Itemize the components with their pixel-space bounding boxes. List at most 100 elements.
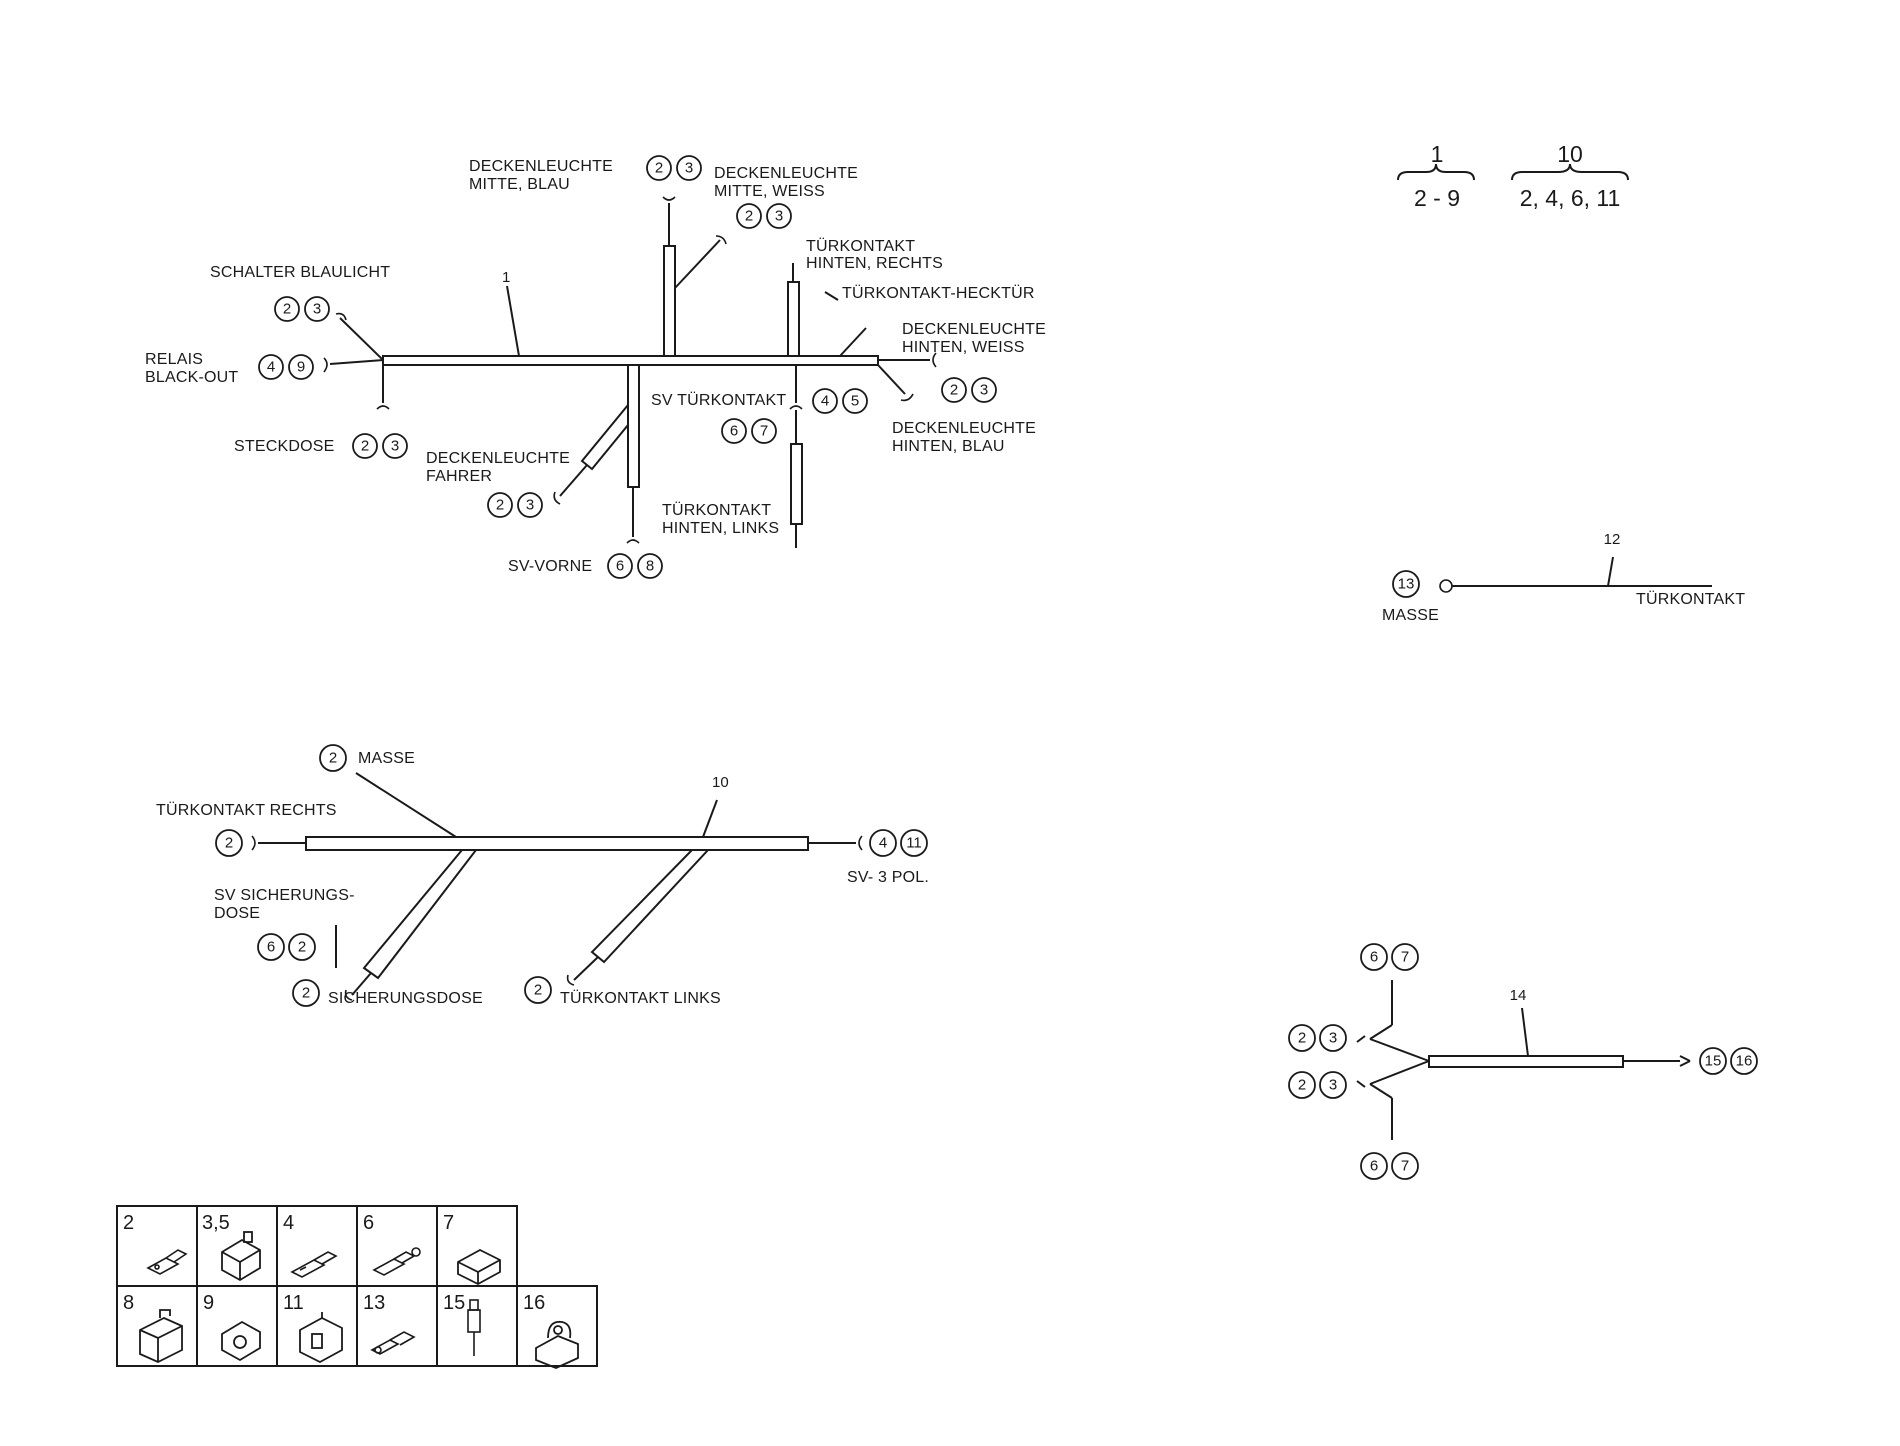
svg-text:2: 2 (1298, 1077, 1306, 1094)
label-black-out: BLACK-OUT (145, 369, 238, 386)
svg-text:3: 3 (685, 160, 693, 177)
pin-contact-icon (467, 1299, 481, 1356)
svg-text:3: 3 (1329, 1077, 1337, 1094)
svg-text:3: 3 (391, 438, 399, 455)
svg-text:2: 2 (496, 497, 504, 514)
svg-text:4: 4 (821, 393, 829, 410)
label-deckenleuchte-mitte-blau-1: DECKENLEUCHTE (469, 158, 613, 175)
table-cell-2: 2 (123, 1212, 134, 1234)
label-relais: RELAIS (145, 351, 203, 368)
label-tuerkontakt-hecktuer: TÜRKONTAKT-HECKTÜR (842, 284, 1035, 302)
label-deckenleuchte-mitte-weiss-1: DECKENLEUCHTE (714, 165, 858, 182)
table-cell-16: 16 (523, 1292, 545, 1314)
label-sv-vorne: SV-VORNE (508, 558, 592, 575)
part-links-10: 2 (534, 982, 542, 999)
parts-mitte: 2 3 (646, 155, 702, 181)
label-tuerkontakt-hinten-rechts-1: TÜRKONTAKT (806, 237, 915, 255)
part-13: 13 (1398, 576, 1415, 593)
harness-12-ref: 12 (1604, 531, 1621, 548)
header-group-10: 10 2, 4, 6, 11 (1511, 141, 1629, 211)
label-deckenleuchte-hinten-weiss-1: DECKENLEUCHTE (902, 321, 1046, 338)
table-cell-9: 9 (203, 1292, 214, 1314)
branch-sv-vorne-tube (627, 364, 640, 488)
branch-mitte-weiss (674, 239, 721, 289)
svg-text:11: 11 (906, 835, 922, 852)
group-10-bottom: 2, 4, 6, 11 (1520, 185, 1621, 211)
label-tuerkontakt-rechts: TÜRKONTAKT RECHTS (156, 801, 337, 819)
table-cell-3-5: 3,5 (202, 1212, 230, 1234)
ring-terminal-icon (372, 1247, 421, 1276)
flat-terminal-icon (146, 1249, 188, 1275)
svg-text:3: 3 (313, 301, 321, 318)
svg-text:6: 6 (730, 423, 738, 440)
branch-tuerkontakt-links-tube (590, 849, 711, 964)
branch-fahrer-tube (580, 402, 629, 471)
harness-14-ref: 14 (1510, 987, 1527, 1004)
branch-mitte-tube (663, 245, 676, 357)
svg-text:3: 3 (775, 208, 783, 225)
parts-14-bottom: 6 7 (1360, 1152, 1419, 1180)
harness-14-trunk (1428, 1055, 1624, 1068)
harness-12: 12 13 MASSE TÜRKONTAKT (1382, 531, 1745, 624)
parts-sv-sich: 6 2 (257, 933, 316, 961)
svg-text:6: 6 (1370, 949, 1378, 966)
branch-sicherungsdose-tube (362, 849, 479, 980)
parts-mitte-weiss: 2 3 (736, 203, 792, 229)
parts-14-lower: 2 3 (1288, 1071, 1347, 1099)
label-deckenleuchte-fahrer-1: DECKENLEUCHTE (426, 450, 570, 467)
part-rechts-10: 2 (225, 835, 233, 852)
group-10-brace (1511, 163, 1629, 181)
harness-1-trunk (382, 355, 879, 366)
label-sicherungsdose: SICHERUNGSDOSE (328, 990, 483, 1007)
group-10-top: 10 (1557, 141, 1583, 167)
harness-10-trunk (305, 836, 809, 851)
svg-text:4: 4 (879, 835, 887, 852)
parts-14-right: 15 16 (1699, 1047, 1758, 1075)
svg-text:5: 5 (851, 393, 859, 410)
parts-hinten: 2 3 (941, 377, 997, 403)
label-tuerkontakt-hinten-rechts-2: HINTEN, RECHTS (806, 255, 943, 272)
label-tuerkontakt-links: TÜRKONTAKT LINKS (560, 989, 721, 1007)
label-tuerkontakt-hinten-links-2: HINTEN, LINKS (662, 520, 779, 537)
ground-eyelet (1439, 579, 1453, 593)
svg-text:2: 2 (361, 438, 369, 455)
label-deckenleuchte-fahrer-2: FAHRER (426, 468, 492, 485)
parts-fahrer: 2 3 (487, 492, 543, 518)
branch-masse (355, 772, 457, 838)
parts-relais: 4 9 (258, 354, 314, 380)
label-sv-sicherungs-2: DOSE (214, 905, 260, 922)
svg-text:3: 3 (1329, 1030, 1337, 1047)
parts-table: 2 3,5 4 6 7 8 9 11 13 15 16 (116, 1205, 598, 1369)
parts-14-upper: 2 3 (1288, 1024, 1347, 1052)
svg-text:3: 3 (526, 497, 534, 514)
svg-text:2: 2 (655, 160, 663, 177)
table-cell-4: 4 (283, 1212, 294, 1234)
table-cell-15: 15 (443, 1292, 465, 1314)
harness-1-ref: 1 (502, 269, 510, 286)
harness-10-ref: 10 (712, 774, 729, 791)
svg-text:4: 4 (267, 359, 275, 376)
part-sicherungsdose-10: 2 (302, 985, 310, 1002)
svg-text:2: 2 (745, 208, 753, 225)
plug-housing-icon (139, 1309, 183, 1363)
parts-schalter: 2 3 (274, 296, 330, 322)
connector-mitte (662, 196, 676, 201)
parts-sv-tuer-b: 6 7 (721, 418, 777, 444)
label-schalter-blaulicht: SCHALTER BLAULICHT (210, 264, 390, 281)
svg-text:2: 2 (1298, 1030, 1306, 1047)
cable-lug-icon (370, 1331, 416, 1355)
label-tuerkontakt-12: TÜRKONTAKT (1636, 590, 1745, 608)
label-sv-tuerkontakt: SV TÜRKONTAKT (651, 391, 786, 409)
housing-connector-icon (221, 1231, 261, 1282)
group-1-brace (1397, 163, 1475, 181)
table-cell-6: 6 (363, 1212, 374, 1234)
part-masse-10: 2 (329, 750, 337, 767)
socket-housing-icon (457, 1248, 501, 1286)
label-deckenleuchte-mitte-weiss-2: MITTE, WEISS (714, 183, 825, 200)
svg-text:6: 6 (616, 558, 624, 575)
svg-text:15: 15 (1705, 1053, 1722, 1070)
harness-1: 1 DECKENLEUCHTE MITTE, BLAU DECKENLEUCHT… (145, 155, 1046, 579)
parts-sv-tuer-a: 4 5 (812, 388, 868, 414)
svg-text:7: 7 (760, 423, 768, 440)
